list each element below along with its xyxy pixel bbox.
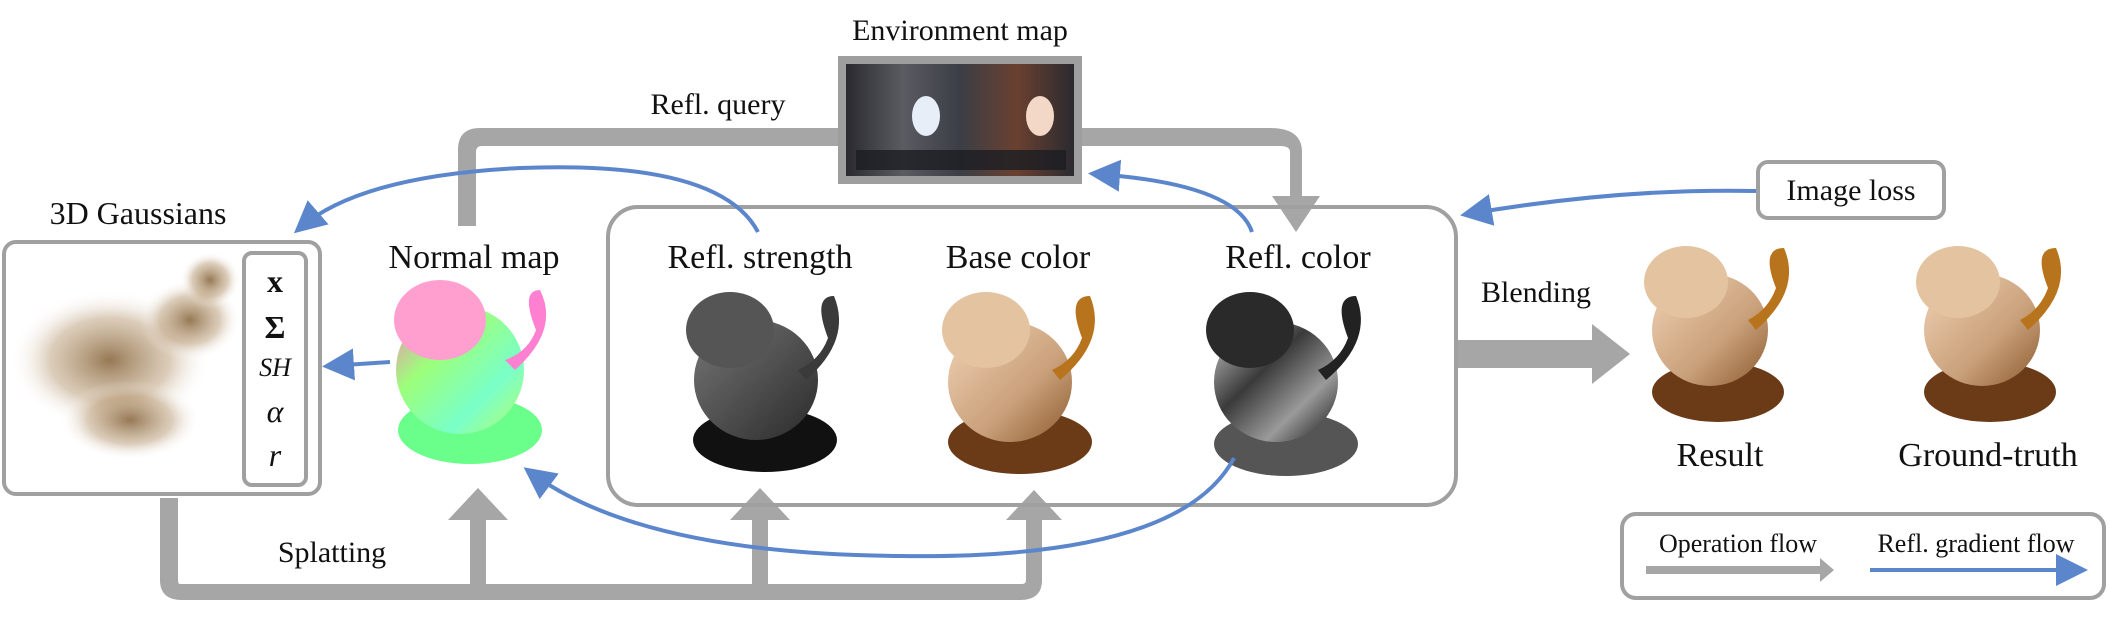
shading-box — [606, 205, 1458, 507]
refl-color-label: Refl. color — [1225, 239, 1371, 276]
params-box — [242, 251, 308, 487]
legend-box — [1620, 512, 2106, 600]
image-loss-box — [1756, 160, 1946, 220]
gaussians-label: 3D Gaussians — [50, 195, 227, 231]
legend-operation-arrow — [1646, 558, 1834, 582]
legend-gradient-label: Refl. gradient flow — [1877, 529, 2074, 558]
blending-label: Blending — [1481, 276, 1591, 309]
param-sigma: Σ — [265, 309, 286, 345]
gaussians-box — [2, 240, 322, 496]
arrow-up-normal — [448, 488, 508, 584]
grad-normal-to-gaussians — [322, 348, 391, 381]
refl-color-image — [1206, 292, 1361, 476]
grad-reflcolor-to-normal — [523, 457, 1236, 559]
grad-loss-to-shading — [1460, 188, 1757, 226]
gradient-flow-arrows — [293, 159, 2088, 586]
result-label: Result — [1677, 437, 1764, 474]
ground-truth-image — [1916, 246, 2062, 422]
param-r: r — [269, 437, 282, 473]
environment-map-image — [838, 56, 1082, 184]
refl-strength-label: Refl. strength — [667, 239, 852, 276]
gaussian-splats-image — [10, 252, 240, 460]
param-x: x — [267, 263, 283, 299]
arrow-up-strength — [730, 488, 790, 584]
grad-reflcolor-to-env — [1088, 159, 1254, 233]
splatting-flow — [160, 490, 1062, 600]
environment-map-label: Environment map — [852, 14, 1068, 47]
refl-query-flow — [458, 128, 1320, 232]
blending-arrow — [1458, 324, 1630, 384]
refl-strength-image — [686, 292, 840, 472]
base-color-image — [942, 292, 1095, 474]
operation-flow-arrows — [160, 128, 1834, 600]
param-sh: SH — [259, 353, 292, 382]
refl-query-label: Refl. query — [651, 88, 786, 121]
result-image — [1644, 246, 1790, 422]
normal-map-label: Normal map — [389, 239, 560, 276]
legend-operation-label: Operation flow — [1659, 529, 1817, 558]
image-loss-label: Image loss — [1786, 174, 1915, 207]
ground-truth-label: Ground-truth — [1898, 437, 2077, 474]
normal-map-image — [394, 280, 547, 464]
grad-strength-to-gaussians — [293, 165, 760, 234]
splatting-label: Splatting — [278, 536, 386, 569]
base-color-label: Base color — [946, 239, 1091, 276]
param-alpha: α — [267, 393, 285, 429]
